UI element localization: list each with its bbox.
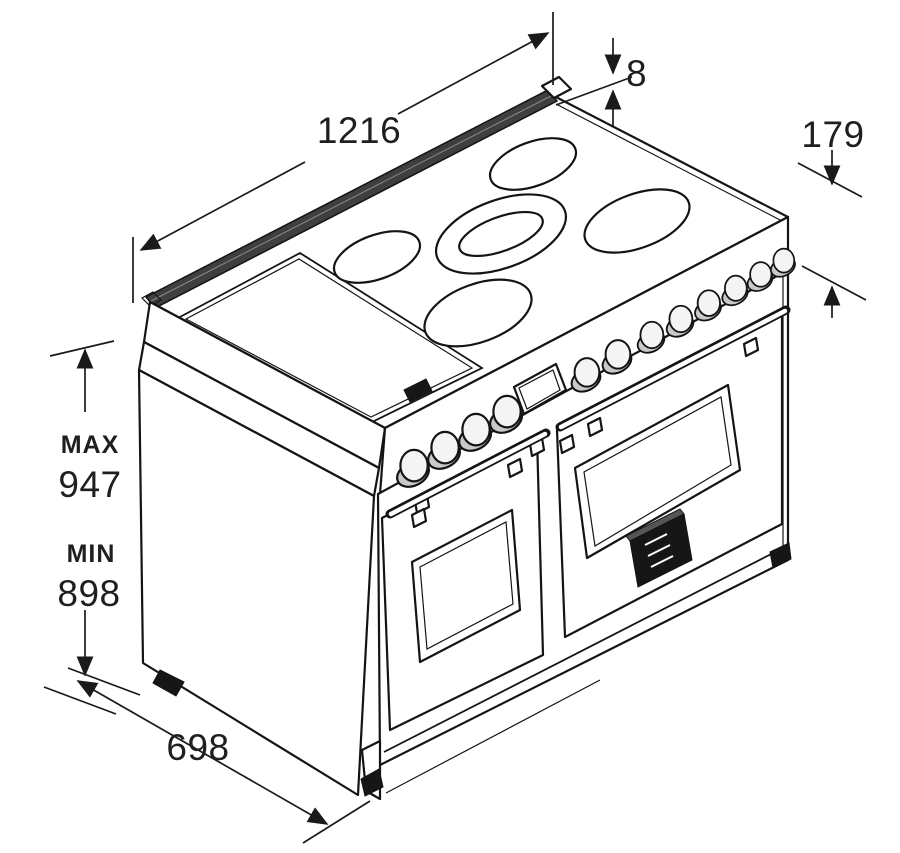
griddle-clip bbox=[403, 378, 433, 403]
plinth-top-line bbox=[383, 548, 782, 753]
burner-back-middle bbox=[488, 137, 578, 191]
control-knob bbox=[570, 357, 602, 393]
foot-front-left bbox=[360, 768, 384, 797]
right-oven-window bbox=[573, 383, 742, 560]
burner-back-left bbox=[332, 230, 422, 284]
control-knob bbox=[694, 289, 722, 322]
dimension-depth: 698 bbox=[76, 680, 371, 844]
dim-max-word: MAX bbox=[61, 431, 120, 459]
dim-width-label: 1216 bbox=[317, 110, 401, 151]
range-body bbox=[137, 75, 796, 801]
rail-end-cap bbox=[141, 291, 162, 307]
left-door-handle bbox=[385, 428, 551, 529]
right-oven-door bbox=[555, 311, 784, 639]
foot-front-right bbox=[769, 542, 792, 569]
control-knob bbox=[770, 247, 796, 278]
dim-max-label: 947 bbox=[58, 464, 121, 505]
control-knob bbox=[665, 304, 695, 338]
control-knob bbox=[636, 320, 666, 354]
burner-right bbox=[583, 188, 691, 254]
floor-shadow-line bbox=[385, 679, 601, 794]
burner-center-inner bbox=[458, 210, 544, 258]
dimension-rail-height: 8 bbox=[555, 38, 647, 127]
left-oven-window bbox=[410, 508, 522, 664]
control-knob bbox=[427, 430, 461, 470]
dimension-width: 1216 bbox=[132, 12, 554, 303]
griddle-plate bbox=[176, 251, 484, 426]
dim-min-label: 898 bbox=[57, 573, 120, 614]
left-oven-door bbox=[380, 435, 545, 732]
dimension-height: MAX 947 MIN 898 bbox=[43, 340, 141, 715]
dim-section-label: 179 bbox=[801, 114, 864, 155]
dimension-section-height: 179 bbox=[797, 114, 867, 318]
control-knob bbox=[396, 448, 430, 488]
control-knob bbox=[489, 394, 523, 434]
knob-template-row bbox=[396, 247, 796, 488]
burners bbox=[332, 137, 691, 348]
brand-badge bbox=[625, 508, 693, 588]
control-knob bbox=[746, 261, 774, 292]
control-knobs bbox=[396, 247, 796, 488]
control-knob bbox=[601, 339, 633, 375]
dim-depth-label: 698 bbox=[166, 727, 229, 768]
control-knob bbox=[721, 274, 749, 307]
dim-rail-label: 8 bbox=[626, 53, 647, 94]
control-knob bbox=[458, 412, 492, 452]
burner-front bbox=[423, 278, 533, 348]
dim-min-word: MIN bbox=[67, 540, 116, 568]
hinge-tab bbox=[558, 433, 576, 455]
right-door-handle bbox=[555, 305, 791, 438]
